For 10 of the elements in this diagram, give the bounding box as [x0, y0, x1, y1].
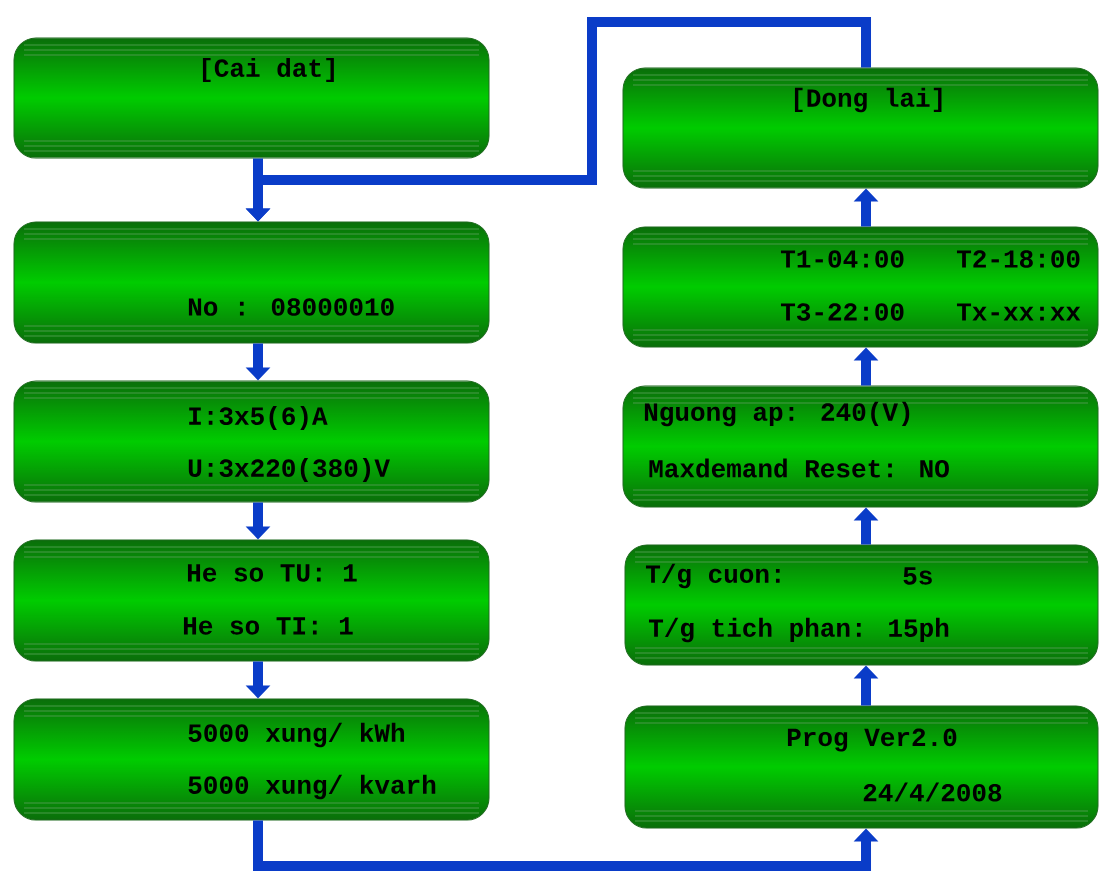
lcd-screen: T/g cuon: 5s T/g tich phan: 15ph [624, 544, 1099, 666]
lcd-screen: Prog Ver2.0 24/4/2008 [624, 705, 1099, 829]
lcd-screen: He so TU: 1 He so TI: 1 [13, 539, 490, 662]
lcd-screen: T1-04:00 T2-18:00 T3-22:00 Tx-xx:xx [622, 226, 1099, 348]
lcd-screen: I:3x5(6)A U:3x220(380)V [13, 380, 490, 503]
lcd-screen: 5000 xung/ kWh 5000 xung/ kvarh [13, 698, 490, 821]
lcd-screen: Nguong ap: 240(V) Maxdemand Reset: NO [622, 385, 1099, 508]
lcd-screen: No : 08000010 [13, 221, 490, 344]
lcd-screen: [Dong lai] [622, 67, 1099, 189]
lcd-screen: [Cai dat] [13, 37, 490, 159]
